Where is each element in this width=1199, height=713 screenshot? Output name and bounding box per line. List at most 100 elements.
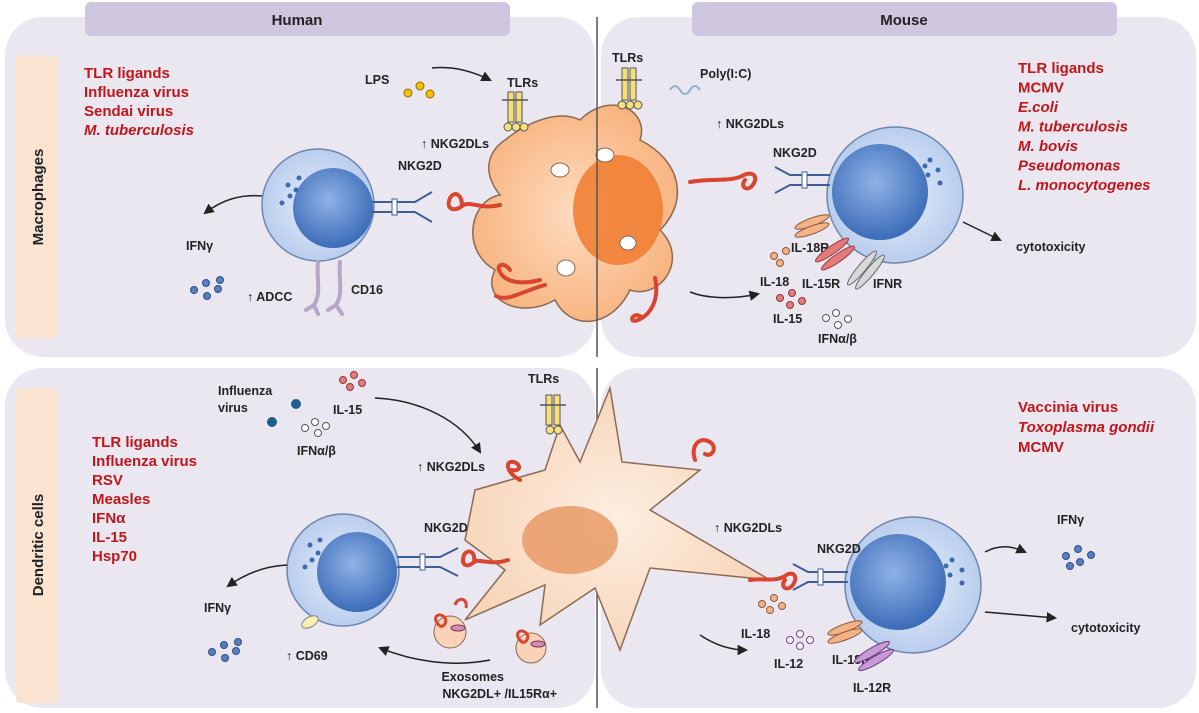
dendritic-cell-body bbox=[464, 385, 771, 653]
stimulus-list-item: Pseudomonas bbox=[1018, 158, 1121, 175]
row-label-dendritic-box bbox=[16, 388, 58, 703]
il18-molecules-icon bbox=[758, 594, 786, 614]
nkg2d-receptor-icon bbox=[397, 547, 459, 577]
label-tlrs-human-mac: TLRs bbox=[507, 76, 538, 90]
influenza-virus-icon bbox=[267, 399, 301, 427]
label-ifnab-human-dc: IFNα/β bbox=[297, 444, 336, 458]
stimulus-list-item: Vaccinia virus bbox=[1018, 399, 1118, 416]
arrow-cytokines-mouse-mac bbox=[689, 290, 761, 301]
header-mouse: Mouse bbox=[880, 12, 928, 29]
nk-granules bbox=[922, 157, 943, 186]
ligand-icon bbox=[496, 263, 542, 285]
label-exosomes-line2: NKG2DL+ /IL15Rα+ bbox=[442, 687, 557, 701]
label-exosomes-line1: Exosomes bbox=[441, 670, 504, 684]
arrow-il15-human-dc bbox=[374, 397, 482, 454]
label-nkg2dls-human-mac: ↑ NKG2DLs bbox=[421, 137, 489, 151]
ifng-molecules-icon bbox=[190, 276, 224, 300]
label-nkg2dls-human-dc: ↑ NKG2DLs bbox=[417, 460, 485, 474]
ligand-icon bbox=[505, 459, 522, 482]
nk-nucleus bbox=[850, 534, 946, 630]
nkg2d-receptor-icon bbox=[774, 166, 830, 194]
header-human: Human bbox=[272, 12, 323, 29]
label-nkg2d-mouse-mac: NKG2D bbox=[773, 146, 817, 160]
label-lps: LPS bbox=[365, 73, 389, 87]
label-influenza-line2: virus bbox=[218, 401, 248, 415]
stimulus-list-item: Hsp70 bbox=[92, 548, 137, 565]
arrow-ifng-human-mac bbox=[203, 194, 263, 215]
il15-molecules-icon bbox=[339, 371, 366, 391]
arrow-exosomes bbox=[378, 646, 491, 664]
cd69-icon bbox=[301, 615, 319, 629]
header-mouse-box bbox=[692, 2, 1117, 36]
label-ifng-human-mac: IFNγ bbox=[186, 239, 213, 253]
il18-molecules-icon bbox=[770, 247, 790, 267]
stimulus-list-item: M. tuberculosis bbox=[84, 122, 194, 139]
lps-molecules-icon bbox=[403, 81, 435, 99]
stimulus-list-item: IL-15 bbox=[92, 529, 127, 546]
macrophage-vacuole bbox=[550, 162, 570, 178]
stimulus-list-item: M. bovis bbox=[1018, 138, 1078, 155]
ifng-molecules-icon bbox=[1062, 545, 1095, 570]
nkg2d-ligand-icon bbox=[748, 571, 798, 591]
il12-molecules-icon bbox=[786, 630, 814, 650]
nk-granules bbox=[279, 175, 302, 206]
ifng-molecules-icon bbox=[208, 638, 242, 662]
label-il18-mouse-mac: IL-18 bbox=[760, 275, 789, 289]
label-ifng-human-dc: IFNγ bbox=[204, 601, 231, 615]
exosome-icon bbox=[433, 613, 467, 649]
label-nkg2d-human-mac: NKG2D bbox=[398, 159, 442, 173]
stimulus-list-item: Influenza virus bbox=[84, 84, 189, 101]
nkg2d-receptor-icon bbox=[372, 191, 433, 223]
label-tlrs-human-dc: TLRs bbox=[528, 372, 559, 386]
stimulus-list-item: L. monocytogenes bbox=[1018, 177, 1151, 194]
arrow-cytotox-mouse-dc bbox=[984, 611, 1058, 623]
stimulus-list-item: MCMV bbox=[1018, 80, 1064, 97]
stimulus-list-item: E.coli bbox=[1018, 99, 1059, 116]
stimulus-list-item: Sendai virus bbox=[84, 103, 173, 120]
cd16-receptor-icon bbox=[304, 260, 344, 316]
il18r-receptor-icon bbox=[827, 620, 863, 644]
macrophage-vacuole bbox=[595, 147, 615, 163]
row-label-dendritic: Dendritic cells bbox=[30, 494, 47, 597]
ligand-icon bbox=[453, 597, 468, 609]
nk-nucleus bbox=[293, 168, 373, 248]
label-il12r: IL-12R bbox=[853, 681, 891, 695]
label-nkg2dls-mouse-mac: ↑ NKG2DLs bbox=[716, 117, 784, 131]
label-il15-human-dc: IL-15 bbox=[333, 403, 362, 417]
dendritic-cell-nucleus bbox=[522, 506, 618, 574]
tlr-receptor-icon bbox=[540, 394, 566, 435]
macrophage-nucleus bbox=[573, 155, 663, 265]
macrophage-vacuole bbox=[619, 235, 637, 251]
nk-nucleus bbox=[832, 144, 928, 240]
stimulus-list-item: TLR ligands bbox=[1018, 60, 1104, 77]
tlr-receptor-icon bbox=[616, 67, 643, 110]
arrow-cytokines-mouse-dc bbox=[699, 634, 749, 656]
nkg2d-ligand-icon bbox=[688, 171, 758, 191]
stimulus-list-item: Influenza virus bbox=[92, 453, 197, 470]
label-il18r-mouse-mac: IL-18R bbox=[791, 241, 829, 255]
stimulus-list-item: TLR ligands bbox=[84, 65, 170, 82]
label-il18-mouse-dc: IL-18 bbox=[741, 627, 770, 641]
nkg2d-receptor-icon bbox=[792, 563, 848, 591]
stimulus-list-item: Toxoplasma gondii bbox=[1018, 419, 1155, 436]
polyic-rna-icon bbox=[669, 85, 701, 95]
tlr-receptor-icon bbox=[502, 91, 529, 132]
stimulus-list-item: TLR ligands bbox=[92, 434, 178, 451]
label-ifnab-mouse-mac: IFNα/β bbox=[818, 332, 857, 346]
ligand-icon bbox=[494, 283, 547, 300]
nk-nucleus bbox=[317, 532, 397, 612]
ligand-icon bbox=[691, 438, 716, 462]
label-tlrs-mouse-mac: TLRs bbox=[612, 51, 643, 65]
label-il15-mouse-mac: IL-15 bbox=[773, 312, 802, 326]
row-label-macrophages-box bbox=[16, 56, 58, 338]
label-nkg2dls-mouse-dc: ↑ NKG2DLs bbox=[714, 521, 782, 535]
stimulus-list-item: RSV bbox=[92, 472, 123, 489]
label-adcc: ↑ ADCC bbox=[247, 290, 292, 304]
arrow-ifng-human-dc bbox=[226, 564, 288, 588]
stimulus-list-item: M. tuberculosis bbox=[1018, 119, 1128, 136]
